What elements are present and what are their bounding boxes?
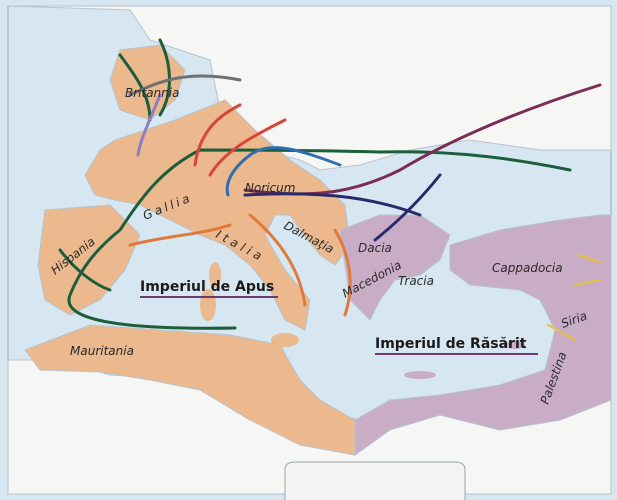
- route-violet-britain: [136, 93, 162, 157]
- island-cyprus: [505, 341, 525, 349]
- migration-routes: [58, 38, 602, 341]
- label-cappadocia: Cappadocia: [492, 261, 563, 275]
- label-britannia: Britannia: [125, 86, 179, 100]
- route-orange-italy: [128, 213, 352, 317]
- label-dacia: Dacia: [358, 241, 392, 255]
- route-navy-balkan: [243, 173, 442, 242]
- route-blue-alps: [225, 146, 342, 197]
- island-sicily: [271, 333, 299, 347]
- legend-box-edge: [284, 461, 466, 500]
- route-green-hispania: [58, 248, 112, 292]
- label-western-empire: Imperiul de Apus: [140, 279, 274, 295]
- label-eastern-empire: Imperiul de Răsărit: [375, 336, 527, 352]
- route-green-main: [67, 148, 572, 330]
- route-red-gallia: [193, 103, 287, 177]
- route-yellow-east: [547, 254, 601, 341]
- route-gray-britain: [128, 74, 242, 97]
- label-mauritania: Mauritania: [70, 344, 134, 358]
- label-tracia: Tracia: [398, 274, 434, 288]
- land-north: [7, 5, 612, 171]
- label-noricum: Noricum: [245, 181, 295, 195]
- island-corsica: [209, 262, 221, 288]
- route-green-north: [118, 38, 171, 122]
- island-crete: [404, 371, 436, 379]
